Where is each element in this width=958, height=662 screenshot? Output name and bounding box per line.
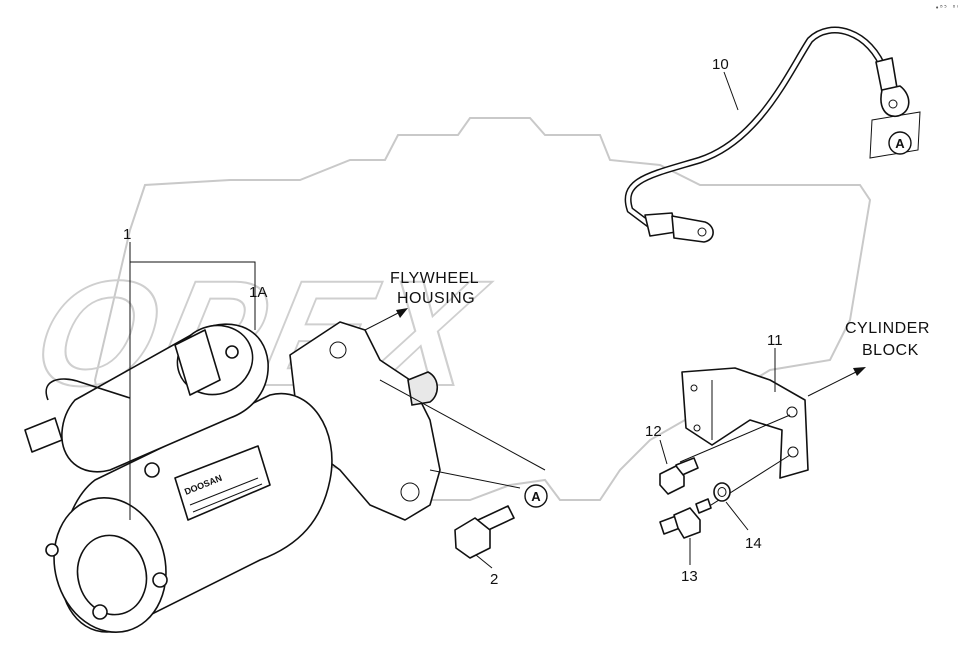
washer-14-outer: [713, 482, 731, 502]
stud-13: 13: [659, 498, 712, 585]
washer-14-leader: [725, 501, 749, 531]
callout-14: 14: [745, 535, 762, 552]
solenoid-wire: [45, 378, 131, 401]
cable-body: [624, 26, 889, 229]
nameplate-line-2: [192, 483, 263, 513]
callout-12: 12: [645, 423, 662, 440]
flange-bolt-hole-upper: [329, 341, 347, 359]
corner-mark: •⁸⁵ ⁰⁰⁰⁰: [935, 4, 958, 12]
cable-upper-terminal: [880, 85, 910, 117]
starter-motor: DOOSAN 1 1A: [24, 226, 441, 634]
callout-13: 13: [681, 568, 698, 585]
ref-a-bolt-leader-2: [429, 469, 521, 489]
nameplate-line-1: [189, 477, 259, 506]
bracket-hole-1: [690, 384, 698, 392]
washer-14-inner: [717, 487, 727, 497]
ref-a-cable-letter: A: [895, 136, 905, 151]
bracket-plate: [681, 367, 809, 479]
bracket-hole-2: [693, 424, 701, 432]
callout-11: 11: [767, 332, 783, 349]
bolt-12-head: [659, 465, 685, 495]
callout-10-leader: [723, 71, 739, 111]
washer-14: 14: [713, 482, 762, 552]
callout-10: 10: [712, 56, 729, 73]
bracket-hole-3: [786, 406, 798, 418]
bracket-dash-2: [699, 454, 791, 513]
battery-cable: A 10: [624, 26, 921, 243]
cylinder-block-label: CYLINDER BLOCK: [807, 320, 930, 397]
end-cap-bolt-2: [152, 572, 168, 588]
flywheel-label-line1: FLYWHEEL: [390, 270, 479, 287]
bolt-12: 12: [645, 423, 699, 495]
cable-body-inner: [626, 28, 887, 227]
bolt-2-head: [454, 517, 491, 559]
flywheel-housing-label: FLYWHEEL HOUSING: [364, 270, 479, 331]
solenoid-terminal: [225, 345, 239, 359]
cylinder-label-line1: CYLINDER: [845, 320, 930, 337]
flywheel-arrow-head: [396, 308, 408, 318]
ref-a-bolt-circle: [524, 484, 548, 508]
terminal-stud: [24, 417, 63, 453]
cylinder-label-line2: BLOCK: [862, 342, 919, 359]
bracket-hole-4: [787, 446, 799, 458]
bracket-dash-1: [679, 414, 791, 463]
ref-a-cable-circle: [888, 131, 912, 155]
cylinder-arrow-head: [853, 367, 866, 376]
callout-1-leader: [129, 242, 256, 330]
ref-a-cable-plate: [869, 111, 921, 159]
stud-13-hex: [673, 507, 701, 539]
stud-13-tip: [695, 498, 712, 514]
bracket-11: 11: [679, 332, 809, 513]
flange-bolt-hole-lower: [400, 482, 420, 502]
ref-a-bolt-leader: [379, 379, 546, 471]
end-cap-bolt-3: [45, 543, 59, 557]
cable-upper-terminal-hole: [888, 99, 898, 109]
callout-1: 1: [123, 226, 131, 243]
bolt-12-leader: [659, 439, 668, 465]
cable-lower-terminal: [671, 215, 714, 243]
drive-nose: [407, 371, 439, 406]
cylinder-arrow-line: [807, 370, 859, 397]
flywheel-arrow-line: [364, 311, 401, 331]
flywheel-label-line2: HOUSING: [397, 290, 475, 307]
cable-lower-terminal-hole: [697, 227, 707, 237]
ref-a-bolt-letter: A: [531, 489, 541, 504]
motor-end-cap-inner: [76, 534, 148, 616]
end-cap-bolt-1: [92, 604, 108, 620]
bolt-2-leader: [475, 554, 493, 569]
callout-2: 2: [490, 571, 498, 588]
bolt-2: 2 A: [379, 379, 548, 588]
callout-1a: 1A: [249, 284, 267, 301]
solenoid-connector: [174, 329, 221, 396]
body-bolt: [144, 462, 160, 478]
